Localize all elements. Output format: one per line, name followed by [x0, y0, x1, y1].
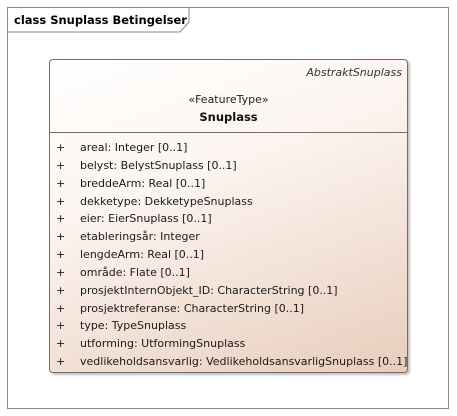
class-stereotype: «FeatureType»: [188, 93, 269, 106]
diagram-frame: class Snuplass Betingelser AbstraktSnupl…: [7, 7, 449, 409]
visibility-marker: +: [56, 194, 66, 208]
visibility-marker: +: [56, 176, 66, 190]
attribute-row[interactable]: + prosjektreferanse: CharacterString [0..…: [50, 300, 407, 318]
attribute-text: type: TypeSnuplass: [80, 319, 187, 333]
attribute-row[interactable]: + etableringsår: Integer: [50, 228, 407, 246]
attribute-text: vedlikeholdsansvarlig: Vedlikeholdsansva…: [80, 355, 408, 369]
attribute-row[interactable]: + breddeArm: Real [0..1]: [50, 175, 407, 193]
attribute-row[interactable]: + lengdeArm: Real [0..1]: [50, 246, 407, 264]
visibility-marker: +: [56, 301, 66, 315]
attribute-row[interactable]: + dekketype: DekketypeSnuplass: [50, 193, 407, 211]
attribute-text: dekketype: DekketypeSnuplass: [80, 194, 253, 208]
visibility-marker: +: [56, 248, 66, 262]
attribute-text: prosjektreferanse: CharacterString [0..1…: [80, 301, 305, 315]
compartment-divider: [50, 132, 407, 133]
attribute-row[interactable]: + belyst: BelystSnuplass [0..1]: [50, 157, 407, 175]
attribute-text: eier: EierSnuplass [0..1]: [80, 212, 212, 226]
attribute-text: prosjektInternObjekt_ID: CharacterString…: [80, 283, 338, 297]
attribute-text: etableringsår: Integer: [80, 230, 200, 244]
attribute-row[interactable]: + vedlikeholdsansvarlig: Vedlikeholdsansv…: [50, 353, 407, 371]
visibility-marker: +: [56, 337, 66, 351]
attribute-row[interactable]: + areal: Integer [0..1]: [50, 139, 407, 157]
attribute-row[interactable]: + prosjektInternObjekt_ID: CharacterStrin…: [50, 282, 407, 300]
frame-title: class Snuplass Betingelser: [14, 13, 187, 27]
visibility-marker: +: [56, 212, 66, 226]
attribute-text: lengdeArm: Real [0..1]: [80, 248, 205, 262]
attribute-text: utforming: UtformingSnuplass: [80, 337, 246, 351]
attribute-text: område: Flate [0..1]: [80, 265, 190, 279]
attribute-row[interactable]: + eier: EierSnuplass [0..1]: [50, 210, 407, 228]
attribute-list: + areal: Integer [0..1] + belyst: BelystSn…: [50, 139, 407, 371]
visibility-marker: +: [56, 230, 66, 244]
attribute-row[interactable]: + område: Flate [0..1]: [50, 264, 407, 282]
class-snuplass[interactable]: AbstraktSnuplass «FeatureType» Snuplass …: [49, 59, 408, 373]
attribute-text: belyst: BelystSnuplass [0..1]: [80, 158, 237, 172]
attribute-row[interactable]: + utforming: UtformingSnuplass: [50, 335, 407, 353]
attribute-text: areal: Integer [0..1]: [80, 141, 188, 154]
attribute-text: breddeArm: Real [0..1]: [80, 176, 206, 190]
visibility-marker: +: [56, 283, 66, 297]
attribute-row[interactable]: + type: TypeSnuplass: [50, 317, 407, 335]
visibility-marker: +: [56, 141, 66, 154]
visibility-marker: +: [56, 265, 66, 279]
class-name: Snuplass: [199, 110, 258, 124]
visibility-marker: +: [56, 319, 66, 333]
visibility-marker: +: [56, 158, 66, 172]
frame-tab-outline: [8, 8, 190, 33]
visibility-marker: +: [56, 355, 66, 369]
parent-class-label: AbstraktSnuplass: [306, 66, 402, 79]
